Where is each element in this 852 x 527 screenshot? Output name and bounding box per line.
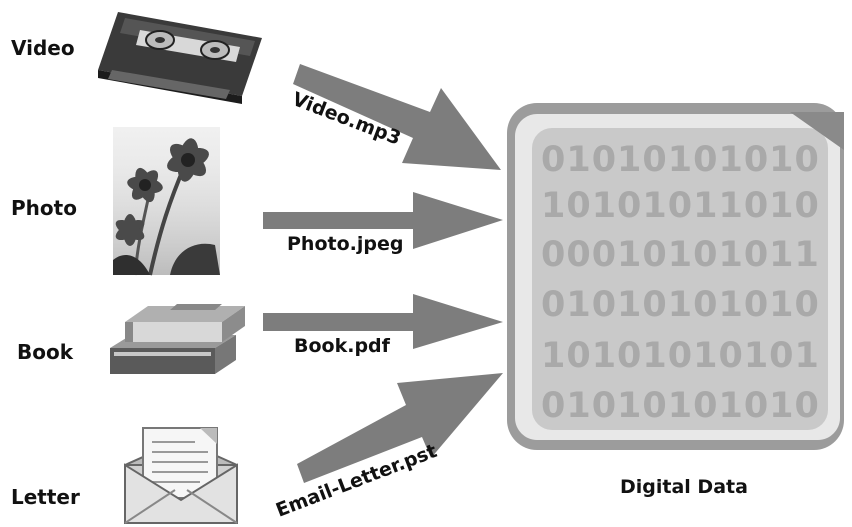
binary-text: 01010101010 10101011010 00010101011 0101… — [541, 140, 820, 426]
binary-row: 01010101010 — [541, 386, 820, 426]
books-icon — [110, 304, 245, 374]
flower-photo-icon — [113, 127, 220, 276]
file-label-photo: Photo.jpeg — [287, 233, 403, 255]
binary-row: 10101010101 — [541, 336, 820, 376]
digital-data-screen — [507, 103, 844, 450]
file-label-book: Book.pdf — [294, 335, 391, 357]
binary-row: 00010101011 — [541, 235, 820, 275]
arrow-book — [263, 294, 503, 349]
arrow-video — [293, 64, 501, 170]
binary-row: 01010101010 — [541, 285, 820, 325]
envelope-letter-icon — [124, 427, 238, 524]
digital-data-label: Digital Data — [620, 476, 748, 498]
binary-row: 01010101010 — [541, 140, 820, 180]
videotape-icon — [98, 12, 262, 104]
source-label-video: Video — [11, 36, 75, 60]
arrow-photo — [263, 192, 503, 249]
source-label-book: Book — [17, 340, 74, 364]
arrow-letter — [297, 373, 503, 483]
source-label-letter: Letter — [11, 485, 80, 509]
binary-row: 10101011010 — [541, 186, 820, 226]
source-label-photo: Photo — [11, 196, 77, 220]
